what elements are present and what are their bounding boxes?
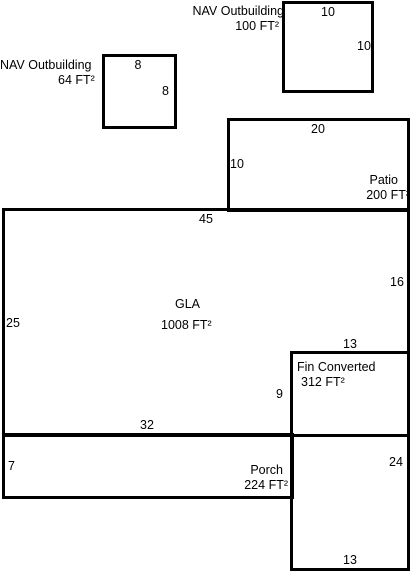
nav-outbuilding-100-dim-top: 10 — [321, 5, 335, 19]
patio-dim-left: 10 — [230, 157, 244, 171]
fin-converted-shape — [290, 351, 410, 571]
nav-outbuilding-100-dim-right: 10 — [357, 39, 371, 53]
fin-converted-name: Fin Converted — [297, 360, 376, 374]
porch-area: 224 FT² — [244, 478, 288, 492]
gla-dim-inner: 9 — [276, 387, 283, 401]
fin-converted-dim-bottom: 13 — [343, 553, 357, 567]
gla-dim-top: 45 — [199, 212, 213, 226]
porch-dim-left: 7 — [8, 459, 15, 473]
fin-converted-area: 312 FT² — [301, 375, 345, 389]
nav-outbuilding-64-dim-top: 8 — [134, 58, 142, 72]
fin-converted-dim-right: 24 — [389, 455, 403, 469]
gla-dim-left: 25 — [6, 316, 20, 330]
gla-dim-notch: 13 — [343, 337, 357, 351]
gla-name: GLA — [175, 297, 201, 311]
nav-outbuilding-64-name: NAV Outbuilding — [0, 58, 92, 72]
gla-dim-right: 16 — [390, 275, 404, 289]
porch-name: Porch — [250, 463, 283, 477]
patio-dim-top: 20 — [311, 122, 325, 136]
nav-outbuilding-64-area: 64 FT² — [58, 73, 95, 87]
nav-outbuilding-100-area: 100 FT² — [235, 19, 279, 33]
gla-dim-bottom: 32 — [140, 418, 154, 432]
gla-area: 1008 FT² — [161, 318, 212, 332]
nav-outbuilding-64-shape — [102, 54, 177, 129]
nav-outbuilding-64-dim-right: 8 — [162, 84, 169, 98]
patio-name: Patio — [369, 173, 399, 187]
nav-outbuilding-100-name: NAV Outbuilding — [192, 4, 285, 18]
nav-outbuilding-100-shape — [282, 1, 374, 93]
patio-area: 200 FT² — [366, 188, 410, 202]
